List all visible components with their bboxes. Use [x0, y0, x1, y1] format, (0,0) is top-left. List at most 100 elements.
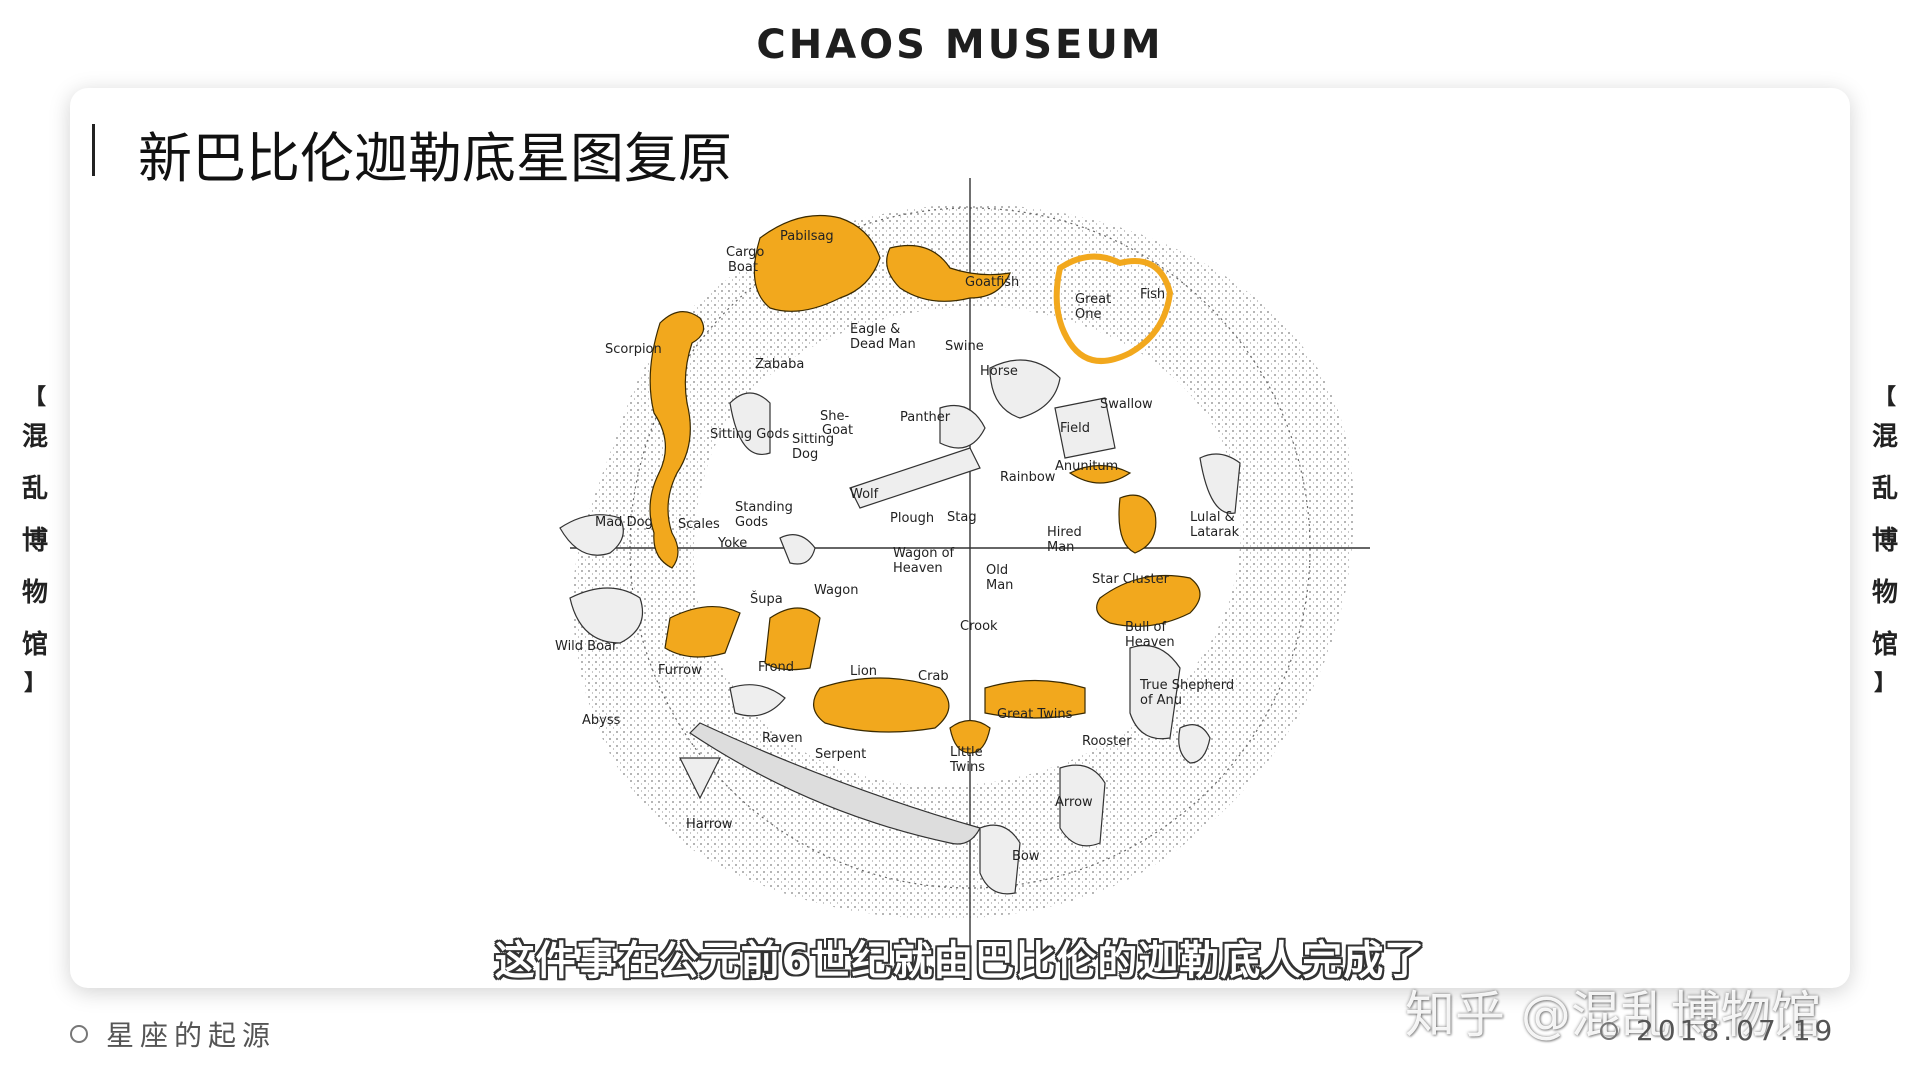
field-figure — [1054, 397, 1116, 459]
label-heaven: Heaven — [893, 561, 943, 576]
pabilsag-figure — [753, 215, 881, 312]
arrow-figure — [1059, 764, 1106, 847]
label-plough: Plough — [890, 511, 934, 526]
wild-boar-figure — [569, 587, 644, 644]
lion-figure — [813, 677, 950, 733]
label-lion: Lion — [850, 664, 877, 679]
title-accent-bar — [92, 124, 95, 176]
side-bracket-close: 】 — [1873, 671, 1896, 696]
label-one: One — [1075, 307, 1101, 322]
label-anunitum: Anunitum — [1055, 459, 1118, 474]
label-star-cluster: Star Cluster — [1092, 572, 1170, 587]
label-wagon: Wagon — [814, 583, 858, 598]
label-goat: Goat — [822, 423, 853, 438]
label-lulal: Lulal & — [1190, 510, 1235, 525]
label-boat: Boat — [728, 260, 758, 275]
label-fish: Fish — [1140, 287, 1165, 302]
label-man: Man — [1047, 540, 1074, 555]
great-twins-figure — [984, 679, 1086, 719]
label-hired: Hired — [1047, 525, 1082, 540]
label-swallow: Swallow — [1100, 397, 1153, 412]
great-one-figure — [1053, 253, 1174, 364]
label-twins: Twins — [949, 760, 985, 775]
milky-way-band — [573, 204, 1354, 919]
bow-figure — [979, 824, 1021, 895]
label-furrow: Furrow — [658, 663, 702, 678]
label-harrow: Harrow — [686, 817, 733, 832]
lulal-figure — [1199, 453, 1241, 514]
label-bull-heaven: Heaven — [1125, 635, 1175, 650]
label-swine: Swine — [945, 339, 984, 354]
label-old-man: Man — [986, 578, 1013, 593]
side-char: 博 — [21, 526, 48, 556]
label-horse: Horse — [980, 364, 1018, 379]
wagon-of-heaven-figure — [849, 447, 981, 509]
raven-figure — [729, 684, 786, 717]
side-char: 物 — [1871, 578, 1898, 608]
rainbow-fish-figure — [1068, 464, 1132, 484]
side-char: 乱 — [1871, 474, 1898, 504]
side-label-left: 【 混 乱 博 物 馆 】 — [20, 385, 50, 697]
bull-of-heaven-figure — [1096, 575, 1201, 627]
label-rainbow: Rainbow — [1000, 470, 1056, 485]
label-arrow: Arrow — [1055, 795, 1093, 810]
sitting-gods-figure — [729, 392, 771, 455]
label-supa: Šupa — [750, 591, 783, 607]
horse-figure — [989, 359, 1061, 419]
side-char: 乱 — [21, 474, 48, 504]
brand-title: CHAOS MUSEUM — [756, 22, 1164, 68]
label-sitting-gods: Sitting Gods — [710, 427, 790, 442]
crab-figure — [949, 719, 991, 754]
label-scorpion: Scorpion — [605, 342, 662, 357]
slide-title: 新巴比伦迦勒底星图复原 — [138, 127, 732, 190]
star-map-svg: Pabilsag Cargo Boat Goatfish Great One F… — [555, 178, 1370, 968]
label-eagle: Eagle & — [850, 322, 900, 337]
side-char: 物 — [21, 578, 48, 608]
label-goatfish: Goatfish — [965, 275, 1019, 290]
label-stag: Stag — [947, 510, 977, 525]
label-sitting: Sitting — [792, 432, 834, 447]
scorpion-figure — [649, 311, 705, 569]
content-card: 新巴比伦迦勒底星图复原 — [70, 88, 1850, 988]
bullet-circle-icon — [1600, 1021, 1618, 1040]
side-bracket-open: 【 — [23, 385, 46, 410]
label-rooster: Rooster — [1082, 734, 1132, 749]
label-she: She- — [820, 409, 849, 424]
label-true-shepherd: True Shepherd — [1139, 678, 1234, 693]
label-mad-dog: Mad Dog — [595, 515, 653, 530]
label-crab: Crab — [918, 669, 949, 684]
label-raven: Raven — [762, 731, 803, 746]
label-serpent: Serpent — [815, 747, 866, 762]
footer-section: 星座的起源 — [70, 1014, 276, 1054]
side-label-right: 【 混 乱 博 物 馆 】 — [1870, 385, 1900, 697]
date-text: 2018.07.19 — [1636, 1014, 1837, 1047]
label-wild-boar: Wild Boar — [555, 639, 618, 654]
panther-figure — [939, 404, 986, 449]
label-pabilsag: Pabilsag — [780, 229, 834, 244]
video-subtitle: 这件事在公元前6世纪就由巴比伦的迦勒底人完成了 — [494, 938, 1426, 984]
side-char: 混 — [21, 422, 48, 452]
label-gods: Gods — [735, 515, 768, 530]
label-great: Great — [1075, 292, 1111, 307]
constellation-labels: Pabilsag Cargo Boat Goatfish Great One F… — [555, 229, 1240, 864]
label-scales: Scales — [678, 517, 720, 532]
label-cargo: Cargo — [726, 245, 764, 260]
label-latarak: Latarak — [1190, 525, 1240, 540]
highlighted-constellations — [649, 215, 1201, 754]
label-old: Old — [986, 563, 1008, 578]
label-little: Little — [950, 745, 983, 760]
label-crook: Crook — [960, 619, 998, 634]
label-of-anu: of Anu — [1140, 693, 1182, 708]
true-shepherd-figure — [1129, 644, 1181, 740]
goatfish-figure — [886, 244, 1011, 302]
label-panther: Panther — [900, 410, 951, 425]
label-bull-of: Bull of — [1125, 620, 1166, 635]
side-bracket-open: 【 — [1873, 385, 1896, 410]
bullet-circle-icon — [70, 1025, 88, 1043]
side-bracket-close: 】 — [23, 671, 46, 696]
label-wagon-of: Wagon of — [893, 546, 955, 561]
furrow-figure — [664, 605, 741, 658]
harrow-figure — [679, 757, 721, 800]
label-wolf: Wolf — [850, 487, 879, 502]
label-dead-man: Dead Man — [850, 337, 916, 352]
